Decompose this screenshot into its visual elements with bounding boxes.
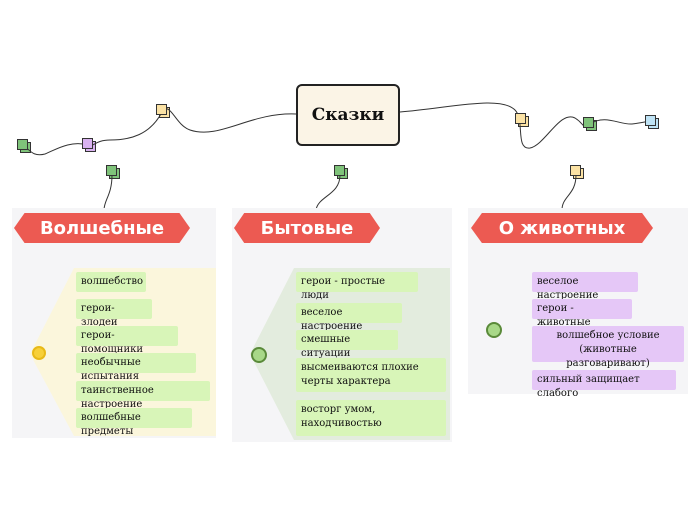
- leaf-item[interactable]: необычные испытания: [76, 353, 196, 382]
- connector-square-green: [17, 139, 31, 153]
- branch-node-animals[interactable]: [486, 322, 502, 338]
- leaf-item[interactable]: волшебные предметы: [76, 408, 192, 437]
- branch-title-magic[interactable]: Волшебные: [14, 213, 190, 243]
- drop-square-green: [334, 165, 348, 179]
- leaf-item[interactable]: сильный защищает слабого: [532, 370, 676, 399]
- branch-node-magic[interactable]: [32, 346, 46, 360]
- branch-title-animals[interactable]: О животных: [471, 213, 653, 243]
- drop-2: [315, 174, 341, 211]
- drop-square-green: [106, 165, 120, 179]
- branch-title-everyday[interactable]: Бытовые: [234, 213, 380, 243]
- drop-square-yellow: [570, 165, 584, 179]
- root-node[interactable]: Сказки: [296, 84, 400, 146]
- connector-square-green: [583, 117, 597, 131]
- leaf-item[interactable]: восторг умом, находчивостью: [296, 400, 446, 436]
- leaf-item[interactable]: высмеиваются плохие черты характера: [296, 358, 446, 392]
- leaf-item[interactable]: герои - простые люди: [296, 272, 418, 301]
- connector-right: [399, 102, 651, 149]
- drop-3: [561, 174, 577, 211]
- leaf-item[interactable]: смешные ситуации: [296, 330, 398, 359]
- drop-1: [103, 174, 113, 211]
- connector-square-yellow: [515, 113, 529, 127]
- leaf-item[interactable]: веселое настроение: [532, 272, 638, 301]
- leaf-item[interactable]: таинственное настроение: [76, 381, 210, 410]
- leaf-item[interactable]: волшебное условие (животные разговариваю…: [532, 326, 684, 369]
- leaf-item[interactable]: герои - животные: [532, 299, 632, 328]
- leaf-item[interactable]: волшебство: [76, 272, 146, 292]
- connector-square-blue: [645, 115, 659, 129]
- leaf-item[interactable]: веселое настроение: [296, 303, 402, 332]
- connector-square-violet: [82, 138, 96, 152]
- leaf-item[interactable]: герои-помощники: [76, 326, 178, 355]
- branch-node-everyday[interactable]: [251, 347, 267, 363]
- connector-left: [21, 108, 297, 156]
- connector-square-yellow: [156, 104, 170, 118]
- leaf-item[interactable]: герои-злодеи: [76, 299, 152, 328]
